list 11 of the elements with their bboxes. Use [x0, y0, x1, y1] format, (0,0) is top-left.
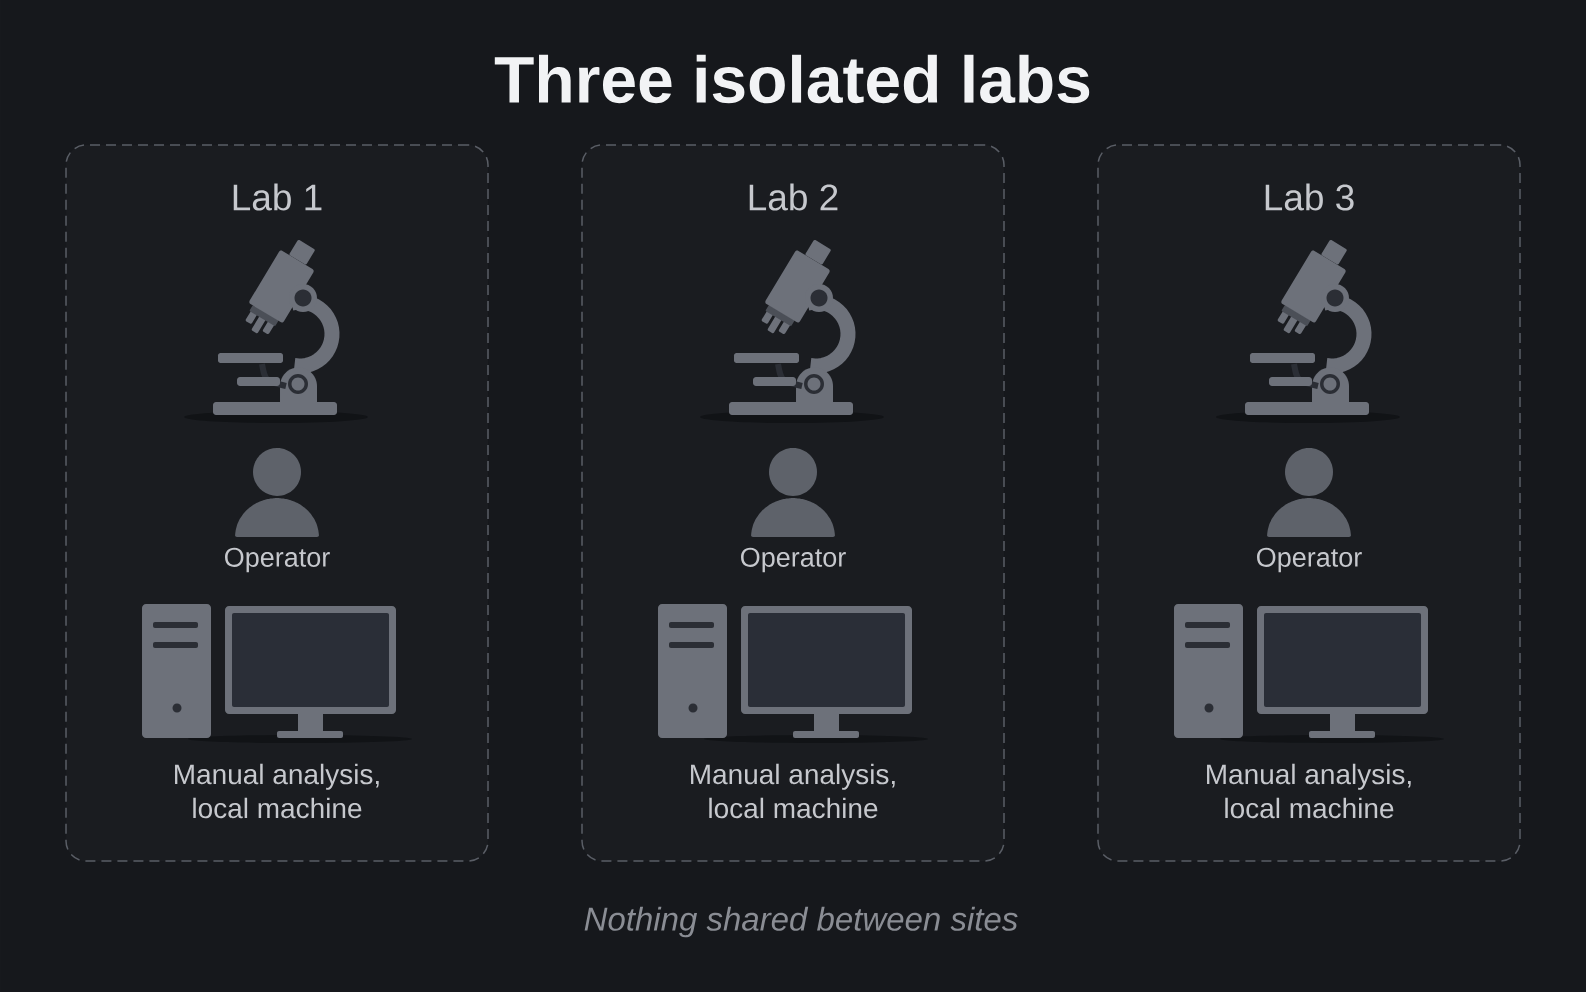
icon-caption: Operator — [225, 547, 330, 573]
description: Manual analysis, local machine — [175, 763, 379, 819]
icon-caption: Operator — [741, 547, 846, 573]
title: Three isolated labs — [494, 54, 1090, 104]
description: Manual analysis, local machine — [691, 763, 895, 819]
icon-caption: Operator — [1257, 547, 1362, 573]
caption: Nothing shared between sites — [584, 906, 1018, 938]
description: Manual analysis, local machine — [1207, 763, 1411, 819]
panel-heading: Lab 2 — [749, 183, 838, 211]
panel-heading: Lab 3 — [1265, 183, 1354, 211]
panel-heading: Lab 1 — [233, 183, 322, 211]
